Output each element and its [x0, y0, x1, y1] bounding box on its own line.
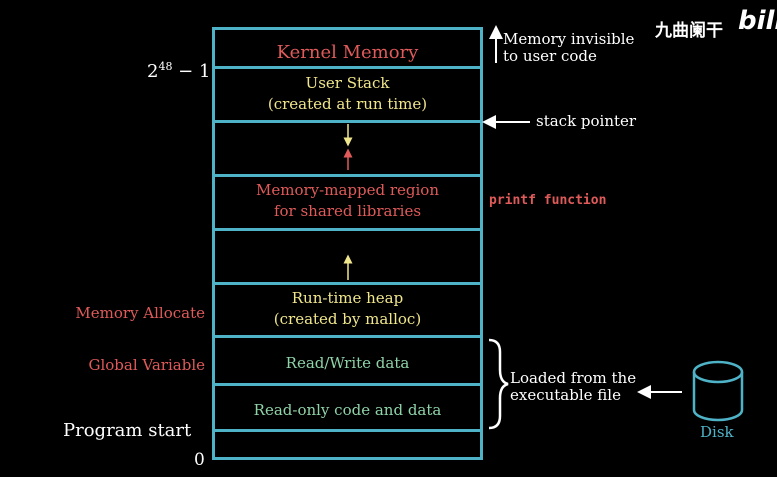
top-address-suffix: − 1: [172, 61, 211, 82]
bilibili-logo: bili: [738, 6, 777, 36]
printf-label: printf function: [489, 193, 607, 208]
user-stack-line1: User Stack: [305, 74, 390, 92]
mmap-line2: for shared libraries: [273, 202, 422, 220]
memory-frame: [212, 27, 483, 460]
stack-pointer-label: stack pointer: [536, 112, 637, 130]
top-address-label: 248 − 1: [147, 60, 210, 82]
top-address-exp: 48: [158, 60, 173, 73]
loaded-from-label: Loaded from the executable file: [510, 370, 636, 404]
disk-label: Disk: [700, 423, 734, 441]
divider: [212, 429, 483, 432]
divider: [212, 282, 483, 285]
mmap-line1: Memory-mapped region: [256, 181, 439, 199]
ro-data-label: Read-only code and data: [253, 401, 442, 419]
global-variable-label: Global Variable: [88, 356, 205, 374]
kernel-note-label: Memory invisible to user code: [503, 31, 634, 65]
loaded-line1: Loaded from the: [510, 369, 637, 387]
heap-label: Run-time heap (created by malloc): [215, 288, 480, 330]
bottom-address-label: 0: [194, 450, 205, 470]
user-stack-line2: (created at run time): [267, 95, 428, 113]
rw-data-label: Read/Write data: [285, 354, 410, 372]
watermark-text: 九曲阑干: [655, 21, 723, 41]
disk-icon: [692, 360, 744, 422]
divider: [212, 335, 483, 338]
divider: [212, 383, 483, 386]
kernel-note-line2: to user code: [503, 47, 597, 65]
program-start-label: Program start: [63, 420, 192, 441]
brace-icon: [488, 338, 509, 430]
kernel-note-line1: Memory invisible: [503, 30, 635, 48]
top-address-base: 2: [147, 61, 159, 82]
divider: [212, 120, 483, 123]
divider: [212, 66, 483, 69]
kernel-memory-label: Kernel Memory: [276, 42, 419, 63]
heap-line2: (created by malloc): [273, 310, 422, 328]
heap-line1: Run-time heap: [291, 289, 404, 307]
user-stack-label: User Stack (created at run time): [215, 73, 480, 115]
divider: [212, 174, 483, 177]
memory-allocate-label: Memory Allocate: [75, 304, 205, 322]
loaded-line2: executable file: [510, 386, 621, 404]
divider: [212, 228, 483, 231]
mmap-label: Memory-mapped region for shared librarie…: [215, 180, 480, 222]
